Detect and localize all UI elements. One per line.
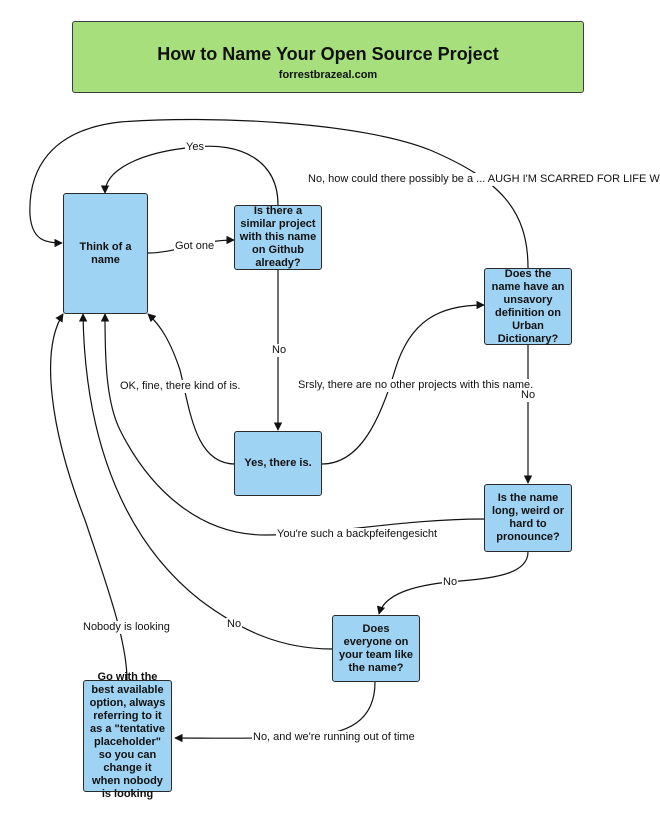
edge-label-scarred: No, how could there possibly be a ... AU… — [307, 173, 660, 186]
edge-label-no-similar: No — [271, 344, 288, 357]
edge-label-backpfeifengesicht: You're such a backpfeifengesicht — [276, 528, 439, 541]
page-title: How to Name Your Open Source Project — [157, 44, 499, 64]
page-subtitle: forrestbrazeal.com — [278, 69, 378, 81]
node-think-of-a-name: Think of a name — [63, 193, 148, 314]
edge-no-team — [78, 313, 333, 650]
edge-label-no-team: No — [226, 618, 243, 631]
edge-label-running-out: No, and we're running out of time — [252, 731, 416, 744]
node-best-option: Go with the best available option, alway… — [83, 671, 172, 800]
node-similar-project: Is there a similar project with this nam… — [234, 205, 322, 270]
edge-backpfeifengesicht — [100, 313, 485, 536]
edge-label-srsly: Srsly, there are no other projects with … — [297, 379, 535, 392]
edge-label-got-one: Got one — [174, 240, 216, 253]
node-team-likes: Does everyone on your team like the name… — [332, 615, 420, 682]
node-urban-dictionary: Does the name have an unsavory definitio… — [484, 268, 572, 345]
edge-ok-fine — [147, 313, 236, 465]
node-yes-there-is: Yes, there is. — [234, 431, 322, 496]
edge-label-yes: Yes — [185, 141, 205, 154]
edge-srsly — [321, 300, 485, 465]
edge-no-long — [376, 551, 529, 615]
node-long-weird: Is the name long, weird or hard to prono… — [484, 484, 572, 552]
title-box: How to Name Your Open Source Project for… — [72, 21, 584, 93]
edge-running-out — [174, 681, 376, 743]
edge-label-no-urban: No — [520, 389, 537, 402]
edge-label-nobody-looking: Nobody is looking — [82, 621, 171, 634]
edge-label-no-long: No — [442, 576, 459, 589]
edge-label-ok-fine: OK, fine, there kind of is. — [119, 380, 242, 393]
edge-nobody-looking — [50, 313, 128, 681]
